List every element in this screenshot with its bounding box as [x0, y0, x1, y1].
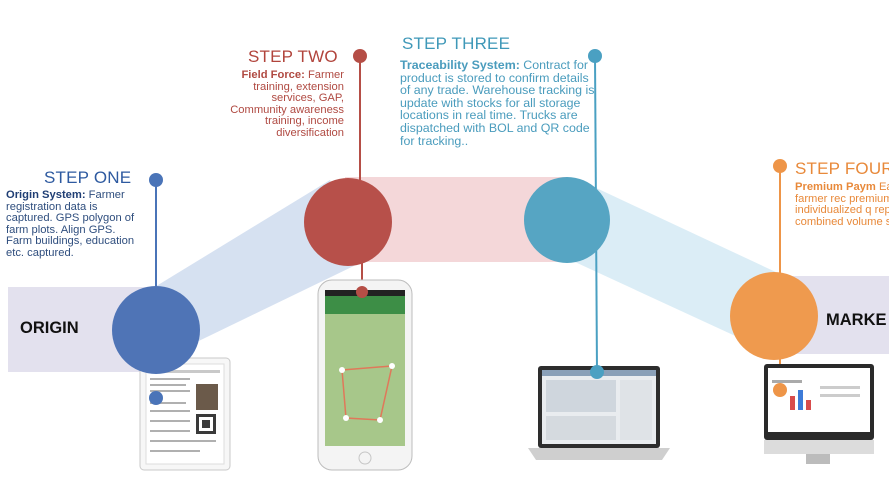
step-one-heading: Origin System: [6, 189, 86, 201]
step-three-dot [588, 49, 602, 63]
step-three-description: Traceability System: Contract for produc… [400, 59, 600, 147]
step-one-dot [149, 173, 163, 187]
step-four-device-dot [773, 383, 787, 397]
step-three-heading: Traceability System: [400, 58, 520, 72]
monitor-device [764, 364, 874, 464]
step-one-device-dot [149, 391, 163, 405]
market-label: MARKE [826, 311, 887, 329]
step-four-text: Each farmer rec premium based individual… [795, 181, 889, 228]
step-one-circle [112, 286, 200, 374]
step-four-title: STEP FOUR [795, 159, 889, 178]
step-four-circle [730, 272, 818, 360]
laptop-device [528, 366, 670, 460]
phone-device [317, 279, 413, 471]
step-two-device-dot [356, 286, 368, 298]
step-four-heading: Premium Paym [795, 181, 876, 193]
step-one-text: Farmer registration data is captured. GP… [6, 189, 135, 259]
step-two-heading: Field Force: [241, 69, 305, 81]
step-four-description: Premium Paym Each farmer rec premium bas… [795, 181, 889, 228]
tablet-device [139, 357, 231, 471]
step-three-circle [524, 177, 610, 263]
step-two-text: Farmer training, extension services, GAP… [230, 69, 344, 139]
step-two-title: STEP TWO [248, 47, 338, 66]
step-three-text: Contract for product is stored to confir… [400, 58, 595, 148]
step-two-dot [353, 49, 367, 63]
step-two-description: Field Force: Farmer training, extension … [222, 69, 344, 140]
ribbon-three-four [575, 178, 780, 352]
origin-label: ORIGIN [20, 319, 79, 337]
step-three-device-dot [590, 365, 604, 379]
step-three-title: STEP THREE [402, 34, 511, 53]
ribbon-two-three [345, 177, 567, 262]
step-one-description: Origin System: Farmer registration data … [6, 189, 144, 260]
step-one-title: STEP ONE [44, 168, 132, 187]
step-two-circle [304, 178, 392, 266]
step-four-dot [773, 159, 787, 173]
